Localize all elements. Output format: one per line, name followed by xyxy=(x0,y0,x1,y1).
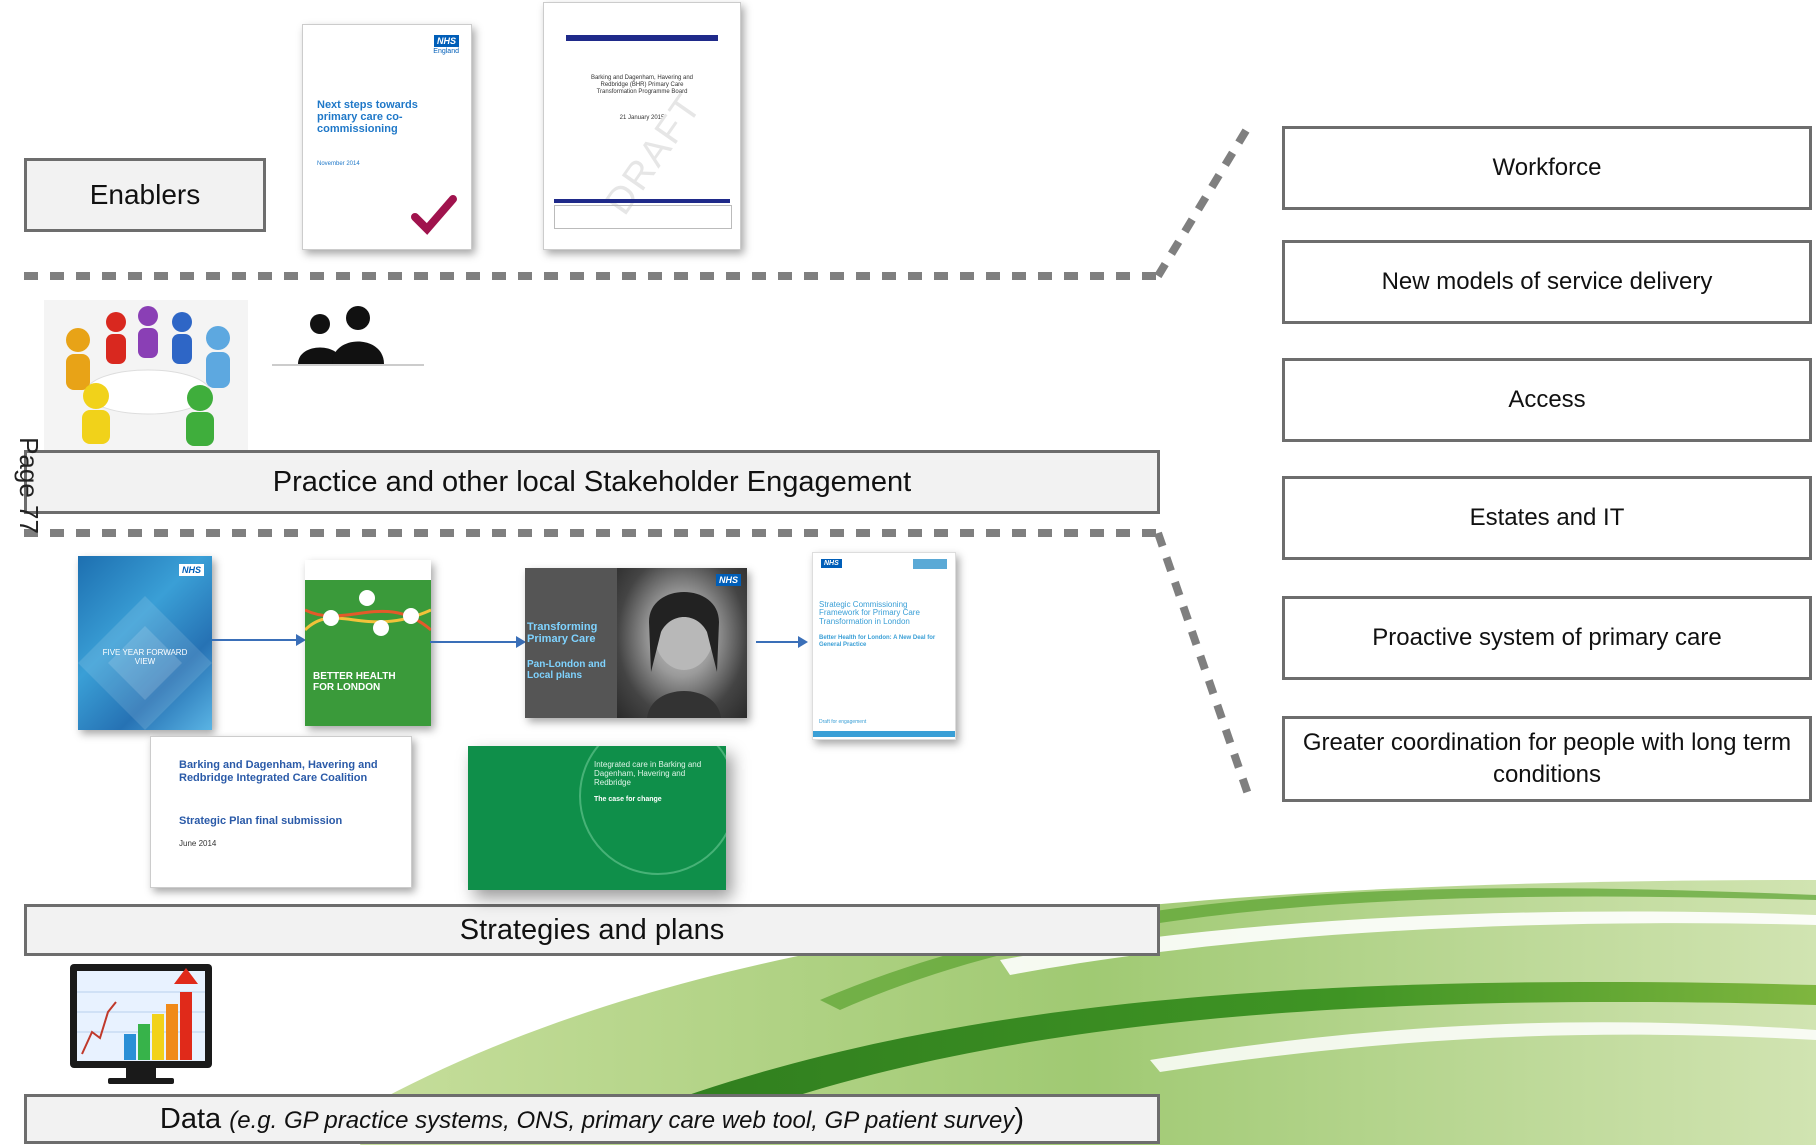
nhs-logo: NHS xyxy=(178,564,204,576)
data-label: Data (e.g. GP practice systems, ONS, pri… xyxy=(160,1103,1024,1136)
theme-label: Access xyxy=(1508,385,1586,413)
doc-bhr-coalition-strategic-plan: Barking and Dagenham, Havering and Redbr… xyxy=(150,736,412,888)
nhs-logo: NHS xyxy=(821,559,842,568)
nhs-logo-subtitle: England xyxy=(433,48,459,55)
doc-five-year-forward-view: NHS FIVE YEAR FORWARD VIEW xyxy=(78,556,212,730)
doc-title: Barking and Dagenham, Havering and Redbr… xyxy=(590,75,694,96)
doc-integrated-care-case-for-change: Integrated care in Barking and Dagenham,… xyxy=(468,746,726,890)
upper-diagonal-dashed-line xyxy=(1154,121,1254,279)
stakeholder-engagement-label: Practice and other local Stakeholder Eng… xyxy=(272,465,912,498)
theme-box-estates-it: Estates and IT xyxy=(1282,476,1812,560)
nhs-logo: NHS xyxy=(715,574,741,586)
network-pattern-icon xyxy=(305,590,431,636)
theme-label: Workforce xyxy=(1492,153,1602,181)
meeting-people-icon xyxy=(44,300,248,450)
doc-title: Next steps towards primary care co-commi… xyxy=(317,99,418,136)
doc-bhr-board-cover: Barking and Dagenham, Havering and Redbr… xyxy=(543,2,741,250)
theme-box-workforce: Workforce xyxy=(1282,126,1812,210)
doc-strategic-commissioning-framework: NHS Strategic Commissioning Framework fo… xyxy=(812,552,956,740)
partner-logo xyxy=(913,559,947,569)
stakeholder-engagement-bar: Practice and other local Stakeholder Eng… xyxy=(24,450,1160,514)
theme-label: Proactive system of primary care xyxy=(1372,623,1722,651)
theme-label: Greater coordination for people with lon… xyxy=(1302,728,1792,788)
theme-box-access: Access xyxy=(1282,358,1812,442)
doc-subtitle: Better Health for London: A New Deal for… xyxy=(819,635,936,648)
table-stripe xyxy=(554,199,730,203)
strategies-plans-bar: Strategies and plans xyxy=(24,904,1160,956)
enablers-box: Enablers xyxy=(24,158,266,232)
theme-box-proactive: Proactive system of primary care xyxy=(1282,596,1812,680)
data-main-label: Data xyxy=(159,1102,230,1135)
doc-title: Transforming Primary Care xyxy=(527,621,598,645)
monitor-chart-icon xyxy=(70,964,212,1084)
theme-label: New models of service delivery xyxy=(1381,267,1713,295)
doc-footer: Draft for engagement xyxy=(819,719,867,725)
flow-arrow-icon xyxy=(430,636,526,648)
footer-stripe xyxy=(813,731,955,737)
strategies-plans-label: Strategies and plans xyxy=(459,913,725,946)
data-bar: Data (e.g. GP practice systems, ONS, pri… xyxy=(24,1094,1160,1144)
doc-date: 21 January 2015 xyxy=(619,115,665,121)
theme-box-new-models: New models of service delivery xyxy=(1282,240,1812,324)
doc-title: FIVE YEAR FORWARD VIEW xyxy=(102,648,188,666)
portrait-icon xyxy=(647,592,721,718)
doc-date: June 2014 xyxy=(179,839,217,848)
enablers-label: Enablers xyxy=(89,179,201,210)
doc-title: Integrated care in Barking and Dagenham,… xyxy=(594,760,702,788)
doc-title: Strategic Commissioning Framework for Pr… xyxy=(819,600,920,626)
data-close-paren: ) xyxy=(1014,1102,1025,1135)
lower-diagonal-dashed-line xyxy=(1154,531,1254,802)
doc-title: BETTER HEALTH FOR LONDON xyxy=(313,671,396,693)
doc-subtitle: Pan-London and Local plans xyxy=(527,659,606,681)
doc-date: November 2014 xyxy=(317,161,360,167)
doc-subtitle: The case for change xyxy=(594,796,662,803)
doc-transforming-primary-care: NHS Transforming Primary Care Pan-London… xyxy=(525,568,747,718)
doc-subtitle: Strategic Plan final submission xyxy=(179,815,343,827)
flow-arrow-icon xyxy=(212,634,306,646)
doc-title: Barking and Dagenham, Havering and Redbr… xyxy=(179,759,378,784)
nhs-logo: NHS xyxy=(433,35,459,47)
diamond-pattern xyxy=(78,596,212,730)
circle-arc-decoration xyxy=(579,746,726,875)
flow-arrow-icon xyxy=(756,636,808,648)
theme-box-long-term-conditions: Greater coordination for people with lon… xyxy=(1282,716,1812,802)
doc-cocommissioning-cover: NHS England Next steps towards primary c… xyxy=(302,24,472,250)
doc-better-health-london: BETTER HEALTH FOR LONDON xyxy=(305,560,431,726)
table-block xyxy=(554,205,732,229)
theme-label: Estates and IT xyxy=(1469,503,1625,531)
checkmark-icon xyxy=(411,195,457,235)
header-stripe xyxy=(566,35,718,41)
data-examples-label: (e.g. GP practice systems, ONS, primary … xyxy=(229,1106,1015,1134)
two-people-icon xyxy=(272,306,424,366)
page-number-label: Page 77 xyxy=(13,437,44,534)
